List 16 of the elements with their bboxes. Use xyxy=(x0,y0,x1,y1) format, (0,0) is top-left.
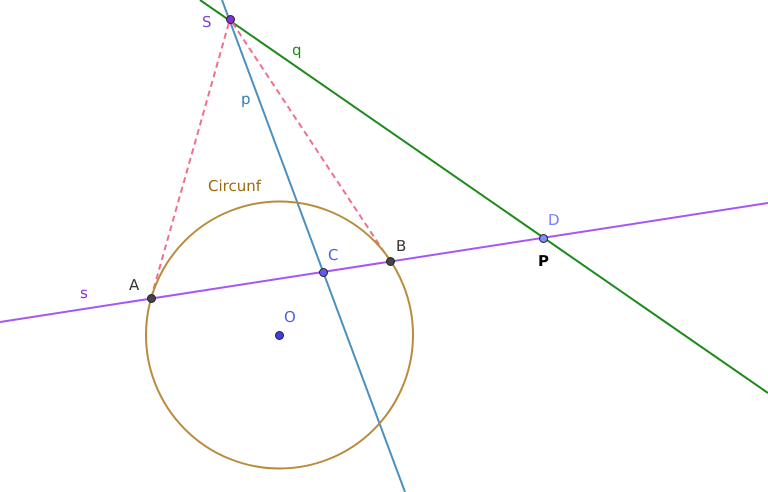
point xyxy=(274,308,298,340)
point-label: O xyxy=(284,308,296,326)
point xyxy=(129,276,156,302)
point-label: A xyxy=(129,276,140,294)
point-label: C xyxy=(328,246,338,264)
point xyxy=(538,211,562,242)
line-label: p xyxy=(241,90,251,108)
point-label: B xyxy=(396,237,406,255)
dashed-segment xyxy=(232,22,388,258)
line-label: q xyxy=(292,41,302,59)
point-label: S xyxy=(202,13,212,31)
circle-label: Circunf xyxy=(208,177,262,195)
line-label: s xyxy=(80,284,88,302)
point-label: D xyxy=(548,211,560,229)
point-name: P xyxy=(538,252,549,270)
dashed-segment xyxy=(151,23,230,294)
